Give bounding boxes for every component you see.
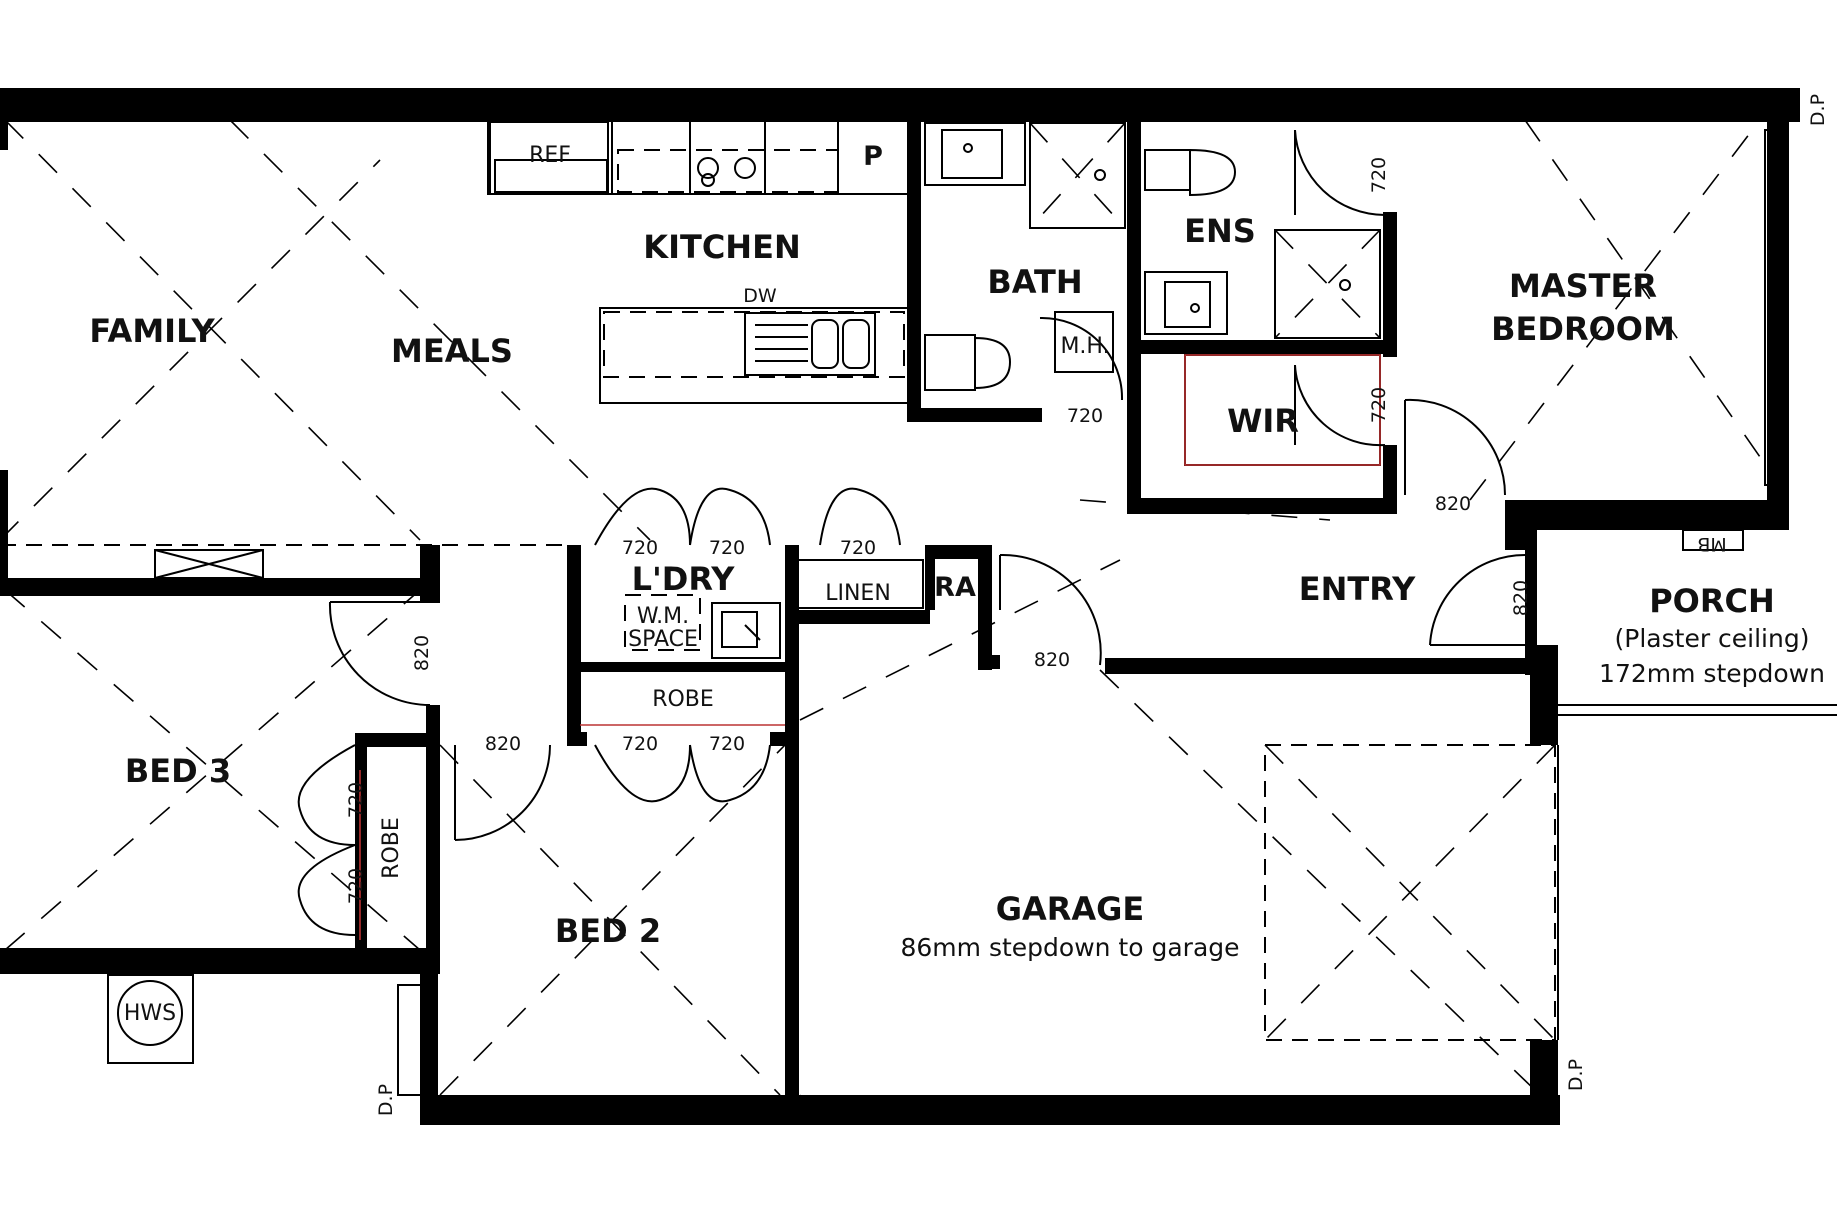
porch-note-ceiling: (Plaster ceiling) bbox=[1615, 624, 1810, 653]
label-downpipe-bottom-left: D.P bbox=[375, 1084, 397, 1116]
laundry-fixtures bbox=[359, 559, 924, 940]
room-label-bath: BATH bbox=[987, 263, 1082, 301]
dim-ldry-left: 720 bbox=[622, 537, 658, 559]
garage-note-stepdown: 86mm stepdown to garage bbox=[900, 933, 1239, 962]
dim-bed3-robe-top: 720 bbox=[345, 782, 367, 818]
label-downpipe-top-right: D.P bbox=[1807, 94, 1829, 126]
room-label-bed3-robe: ROBE bbox=[379, 817, 404, 879]
dim-master-door: 820 bbox=[1435, 493, 1471, 515]
room-label-bed3: BED 3 bbox=[125, 752, 231, 790]
dim-ens-door: 720 bbox=[1368, 157, 1390, 193]
garage-details bbox=[0, 129, 1837, 1096]
room-diagonals bbox=[0, 119, 1791, 1096]
kitchen-fixtures bbox=[487, 119, 909, 404]
dim-robe-left: 720 bbox=[622, 733, 658, 755]
dim-bed3-door: 820 bbox=[411, 635, 433, 671]
dim-bath-door: 720 bbox=[1067, 405, 1103, 427]
room-label-laundry: L'DRY bbox=[632, 560, 736, 598]
label-meter-box: MB bbox=[1697, 533, 1726, 555]
room-label-porch: PORCH bbox=[1649, 582, 1775, 620]
label-dishwasher: DW bbox=[743, 285, 777, 307]
room-label-bed2: BED 2 bbox=[555, 912, 661, 950]
room-label-wir: WIR bbox=[1227, 402, 1299, 440]
room-label-robe: ROBE bbox=[652, 687, 714, 712]
dim-bed3-robe-bottom: 720 bbox=[345, 868, 367, 904]
dim-linen-door: 720 bbox=[840, 537, 876, 559]
dim-entry-door: 820 bbox=[1510, 580, 1532, 616]
dim-ldry-right: 720 bbox=[709, 537, 745, 559]
room-label-entry: ENTRY bbox=[1299, 570, 1416, 608]
porch-note-stepdown: 172mm stepdown bbox=[1599, 659, 1825, 688]
wm-space-line1: W.M. bbox=[637, 604, 689, 629]
room-label-master-line2: BEDROOM bbox=[1491, 310, 1675, 348]
label-downpipe-bottom-right: D.P bbox=[1565, 1059, 1587, 1091]
room-label-master-line1: MASTER bbox=[1509, 267, 1657, 305]
dim-robe-right: 720 bbox=[709, 733, 745, 755]
room-label-kitchen: KITCHEN bbox=[643, 228, 800, 266]
label-hws: HWS bbox=[124, 1001, 176, 1026]
room-label-garage: GARAGE bbox=[996, 890, 1145, 928]
dim-garage-door: 820 bbox=[1034, 649, 1070, 671]
dim-wir-door: 720 bbox=[1368, 387, 1390, 423]
label-manhole: M.H. bbox=[1060, 334, 1109, 359]
label-fridge: REF bbox=[529, 143, 571, 168]
walls bbox=[0, 88, 1800, 1125]
room-label-family: FAMILY bbox=[89, 312, 215, 350]
door-swings bbox=[297, 129, 1526, 936]
wm-space-line2: SPACE bbox=[628, 627, 698, 652]
wet-area-fixtures bbox=[924, 122, 1381, 466]
room-label-ra: RA bbox=[934, 572, 976, 603]
dim-bed2-door: 820 bbox=[485, 733, 521, 755]
room-label-ens: ENS bbox=[1184, 212, 1256, 250]
room-label-linen: LINEN bbox=[825, 581, 891, 606]
label-pantry: P bbox=[863, 141, 883, 172]
room-label-meals: MEALS bbox=[391, 332, 513, 370]
